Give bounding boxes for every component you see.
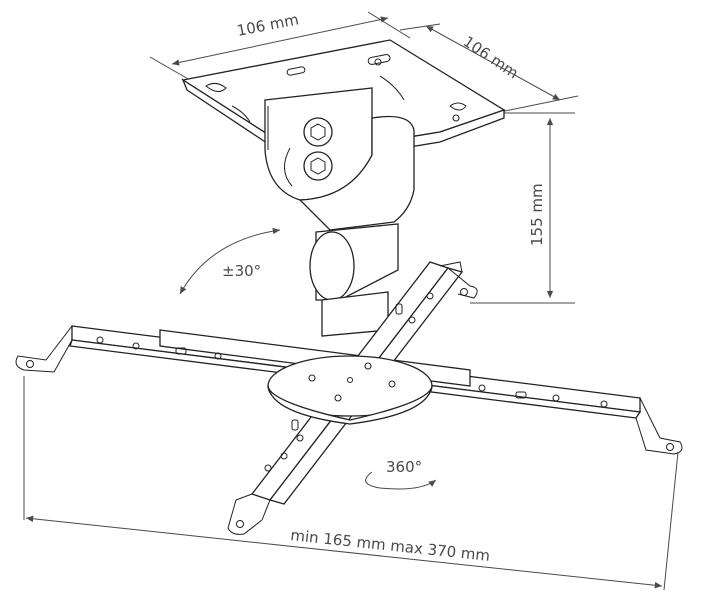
- center-plate: [267, 355, 433, 425]
- plate-width-label: 106 mm: [235, 10, 300, 40]
- tilt-bracket: [264, 87, 415, 231]
- tilt-arrow: ±30°: [179, 227, 281, 295]
- height-label: 155 mm: [528, 183, 546, 246]
- tilt-label: ±30°: [222, 262, 261, 280]
- arm-span-label: min 165 mm max 370 mm: [290, 526, 491, 565]
- ball-joint: [309, 223, 399, 337]
- plate-depth-label: 106 mm: [460, 32, 522, 82]
- height-dimension: 155 mm: [470, 112, 575, 304]
- rotation-label: 360°: [386, 458, 422, 476]
- rotation-arrow: 360°: [365, 458, 437, 490]
